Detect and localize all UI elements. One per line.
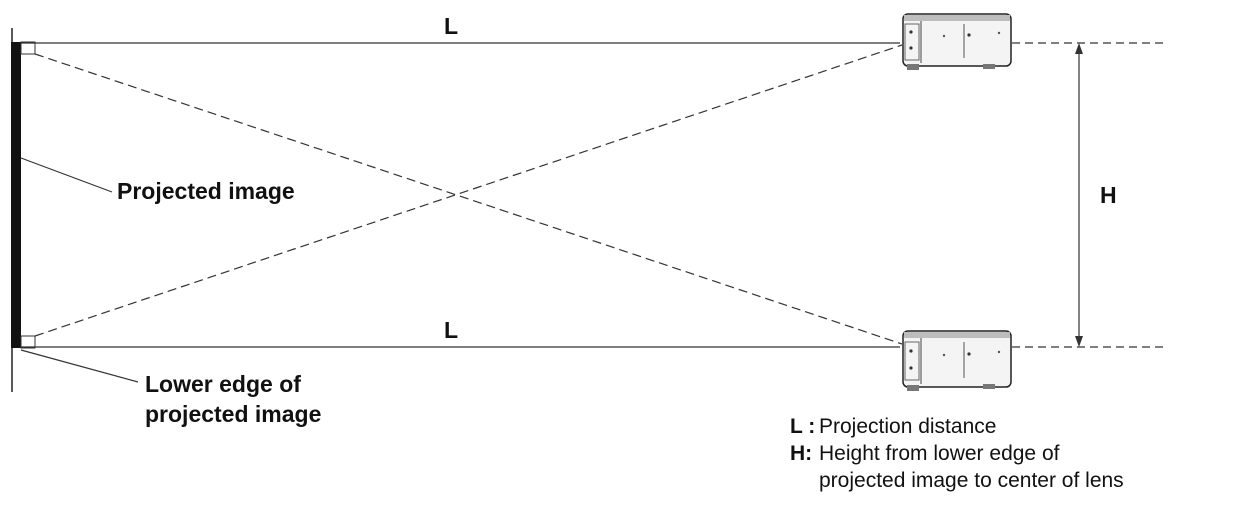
- label-distance-bottom: L: [444, 317, 459, 343]
- legend-item: H: Height from lower edge of: [790, 440, 1124, 467]
- projector-top: [902, 13, 1012, 70]
- legend-text: Projection distance: [819, 415, 997, 438]
- label-distance-top: L: [444, 13, 459, 39]
- legend-item: projected image to center of lens: [790, 467, 1124, 494]
- legend-text: projected image to center of lens: [819, 469, 1124, 492]
- callout-lower-edge-line1: Lower edge of: [145, 371, 301, 397]
- projection-ray-up: [34, 44, 903, 337]
- corner-marker-top: [20, 41, 36, 55]
- leader-lower-edge: [20, 349, 139, 383]
- projection-ray-down: [34, 53, 903, 345]
- legend-key: L :: [790, 415, 816, 438]
- legend: L : Projection distance H: Height from l…: [790, 413, 1124, 494]
- callout-lower-edge-line2: projected image: [145, 401, 322, 427]
- callout-projected-image: Projected image: [117, 178, 295, 204]
- height-arrow-top: [1075, 43, 1083, 54]
- legend-item: L : Projection distance: [790, 413, 1124, 440]
- legend-key: H:: [790, 442, 813, 465]
- callout-lower-edge: Lower edge of projected image: [145, 369, 321, 429]
- corner-marker-bottom: [20, 335, 36, 349]
- label-height: H: [1100, 182, 1117, 208]
- legend-text: Height from lower edge of: [819, 442, 1060, 465]
- leader-projected-image: [20, 157, 113, 193]
- projector-bottom: [902, 330, 1012, 391]
- screen-bar: [11, 42, 21, 348]
- legend-key: [790, 467, 819, 494]
- height-arrow-bottom: [1075, 336, 1083, 347]
